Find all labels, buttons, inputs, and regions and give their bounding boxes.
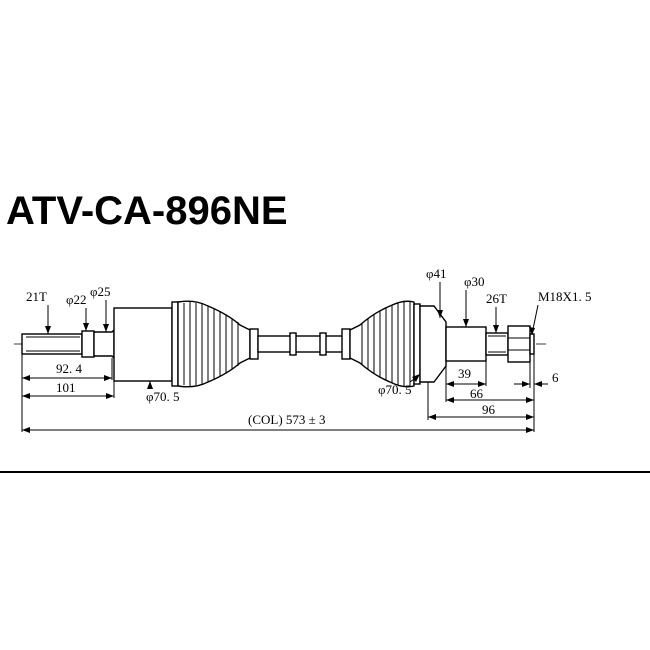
label-dia-25: φ25 [90,284,111,299]
label-dia-41: φ41 [426,266,447,281]
label-21t: 21T [26,289,47,304]
label-thread: M18X1. 5 [538,289,591,304]
right-spline-shaft [485,332,509,356]
right-cv-housing [419,305,447,383]
label-dia-30: φ30 [464,274,485,289]
label-26t: 26T [486,291,507,306]
left-boot [171,300,259,388]
label-6: 6 [552,370,559,385]
part-number-title: ATV-CA-896NE [6,189,288,233]
label-overall-length: (COL) 573 ± 3 [248,412,326,427]
intermediate-shaft [257,332,349,356]
left-cv-housing [113,307,173,382]
label-39: 39 [458,366,471,381]
label-92-4: 92. 4 [56,361,83,376]
left-neck [93,328,115,360]
label-dia-70-5-right: φ70. 5 [378,382,412,397]
left-spline-shaft [21,333,83,355]
thread-end [529,333,535,355]
label-dia-22: φ22 [66,292,87,307]
label-dia-70-5-left: φ70. 5 [146,389,180,404]
label-66: 66 [470,386,484,401]
right-boot [341,300,421,388]
left-shoulder [81,330,95,358]
right-stub-shaft [445,326,487,362]
hub-nut [507,325,531,363]
label-101: 101 [56,380,76,395]
label-96: 96 [482,402,496,417]
